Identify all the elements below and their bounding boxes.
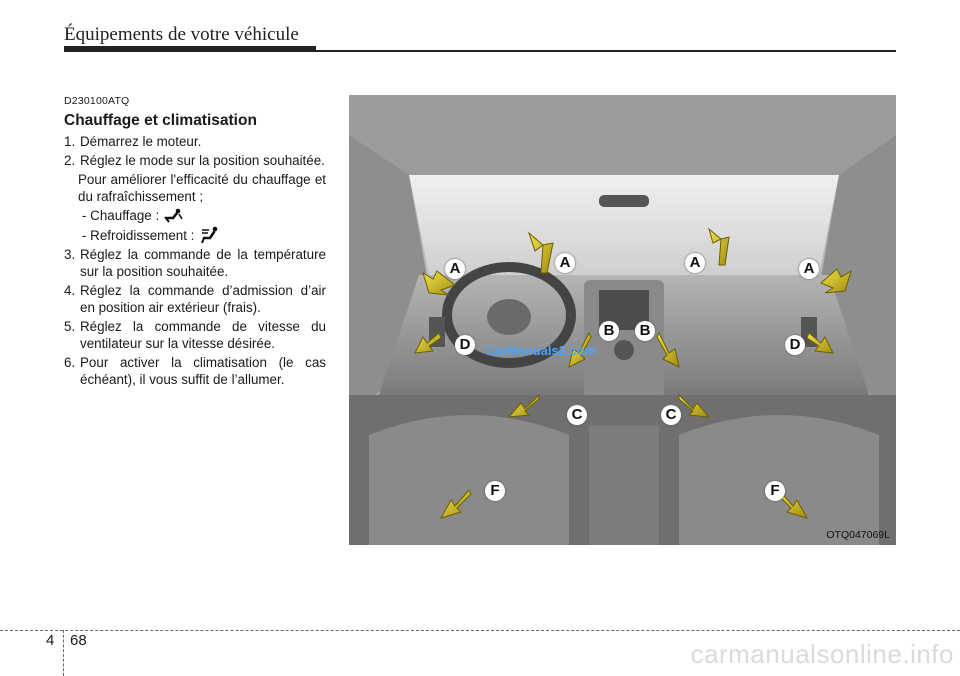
step-number: 2. [64, 153, 76, 168]
vent-label-f: F [765, 481, 785, 501]
section-code: D230100ATQ [64, 95, 130, 107]
vent-label-a: A [685, 253, 705, 273]
step-text: Réglez la commande de vitesse du ventila… [80, 319, 326, 351]
step-number: 5. [64, 319, 76, 334]
face-vent-icon [201, 226, 218, 244]
step-text: Réglez la commande de la température sur… [80, 247, 326, 279]
vent-label-c: C [567, 405, 587, 425]
step-text: Pour activer la climatisation (le cas éc… [80, 355, 326, 387]
cooling-mode-line: - Refroidissement : [64, 226, 326, 244]
airflow-arrows [414, 227, 852, 519]
step-4: 4. Réglez la commande d’admission d’air … [64, 282, 326, 316]
step-1: 1. Démarrez le moteur. [64, 133, 326, 150]
chapter-number: 4 [46, 632, 55, 649]
step-number: 3. [64, 247, 76, 262]
vent-label-b: B [635, 321, 655, 341]
heating-mode-line: - Chauffage : [64, 207, 326, 224]
page-number: 68 [70, 632, 87, 649]
vent-diagram-figure: A A A A B B C C D D F F CarManuals2.com … [349, 95, 896, 545]
vent-label-a: A [445, 259, 465, 279]
car-interior-illustration [349, 95, 896, 545]
section-title: Chauffage et climatisation [64, 112, 257, 129]
vent-label-f: F [485, 481, 505, 501]
vent-label-b: B [599, 321, 619, 341]
heating-mode-label: - Chauffage : [82, 208, 160, 223]
step-6: 6. Pour activer la climatisation (le cas… [64, 354, 326, 388]
vent-label-c: C [661, 405, 681, 425]
instructions-column: D230100ATQ Chauffage et climatisation 1.… [64, 93, 326, 390]
efficiency-note: Pour améliorer l'efficacité du chauffage… [78, 172, 326, 204]
floor-vent-icon [164, 208, 183, 223]
step-number: 1. [64, 134, 76, 149]
vent-label-a: A [799, 259, 819, 279]
vent-label-a: A [555, 253, 575, 273]
step-text: Réglez la commande d’admission d’air en … [80, 283, 326, 315]
figure-watermark: CarManuals2.com [485, 343, 597, 358]
header-rule-thick [64, 46, 316, 52]
step-text: Réglez le mode sur la position souhaitée… [80, 153, 325, 168]
header-rule [64, 50, 896, 52]
step-5: 5. Réglez la commande de vitesse du vent… [64, 318, 326, 352]
step-number: 6. [64, 355, 76, 370]
step-number: 4. [64, 283, 76, 298]
cooling-mode-label: - Refroidissement : [82, 227, 195, 243]
footer-rule [0, 630, 960, 632]
figure-code: OTQ047069L [826, 529, 890, 541]
footer-divider [63, 630, 65, 676]
step-text: Démarrez le moteur. [80, 134, 202, 149]
vent-label-d: D [455, 335, 475, 355]
site-watermark: carmanualsonline.info [690, 639, 954, 669]
step-2: 2. Réglez le mode sur la position souhai… [64, 152, 326, 169]
step-3: 3. Réglez la commande de la température … [64, 246, 326, 280]
page-header-title: Équipements de votre véhicule [64, 24, 299, 45]
vent-label-d: D [785, 335, 805, 355]
